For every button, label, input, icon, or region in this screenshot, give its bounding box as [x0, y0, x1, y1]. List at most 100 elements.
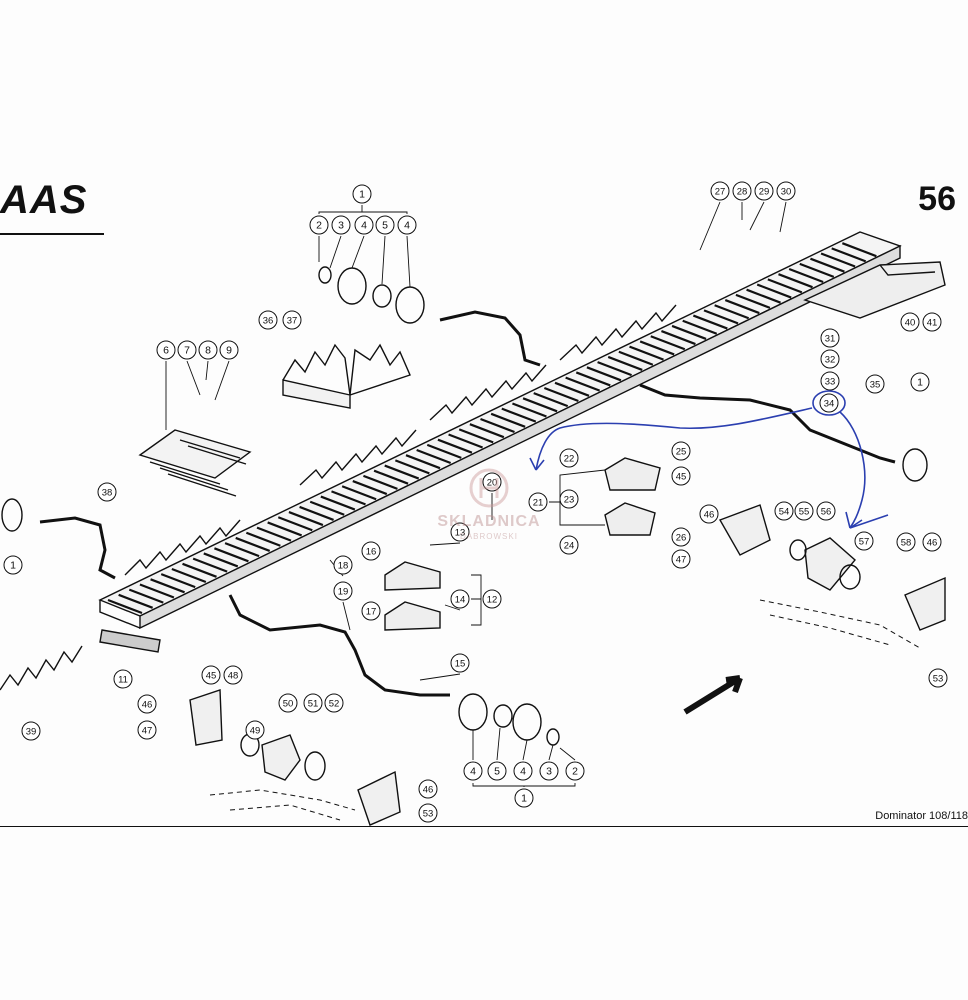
- callout-number: 9: [226, 345, 232, 357]
- callout-number: 1: [10, 560, 16, 572]
- callout-number: 7: [184, 345, 190, 357]
- callout-55: 55: [794, 501, 814, 521]
- callout-46: 46: [699, 504, 719, 524]
- callout-number: 35: [870, 380, 881, 391]
- annotation-arrowhead-right: [845, 511, 889, 529]
- callout-16: 16: [361, 541, 381, 561]
- callout-circle: [223, 665, 243, 685]
- callout-33: 33: [820, 371, 840, 391]
- callout-circle: [309, 215, 329, 235]
- conveyor-rung: [841, 242, 877, 258]
- callout-24: 24: [559, 535, 579, 555]
- conveyor-rung: [639, 340, 675, 356]
- callout-circle: [198, 340, 218, 360]
- conveyor-rung: [799, 262, 835, 278]
- callout-number: 49: [250, 726, 261, 737]
- direction-arrow: [683, 675, 743, 715]
- conveyor-rung: [203, 552, 239, 568]
- callout-12: 12: [482, 589, 502, 609]
- callout-circle: [487, 761, 507, 781]
- callout-circle: [482, 472, 502, 492]
- callout-58: 58: [896, 532, 916, 552]
- conveyor-rung: [320, 495, 356, 511]
- callout-circle: [245, 720, 265, 740]
- callout-number: 8: [205, 345, 211, 357]
- conveyor-rung: [150, 578, 185, 594]
- conveyor-rung: [480, 417, 515, 434]
- callout-57: 57: [854, 531, 874, 551]
- callout-circle: [463, 761, 483, 781]
- callout-number: 1: [917, 377, 923, 389]
- callout-number: 23: [564, 495, 575, 506]
- callout-circle: [418, 779, 438, 799]
- callout-number: 11: [118, 675, 128, 686]
- callout-1: 1: [3, 555, 23, 575]
- callout-37: 37: [282, 310, 302, 330]
- callout-circle: [513, 761, 533, 781]
- callout-4: 4: [463, 761, 483, 781]
- callout-circle: [352, 184, 372, 204]
- callout-number: 2: [572, 766, 578, 778]
- bars-39-11: [0, 629, 161, 691]
- lower-crank-shaft: [228, 594, 450, 697]
- bearing-blocks-12-21: [384, 457, 661, 631]
- conveyor-rung: [341, 485, 377, 501]
- callout-circle: [922, 532, 942, 552]
- conveyor-rung: [724, 299, 760, 315]
- serrated-side-plates: [124, 304, 677, 576]
- callout-circle: [201, 665, 221, 685]
- callout-circle: [776, 181, 796, 201]
- callout-circle: [565, 761, 585, 781]
- callout-circle: [418, 803, 438, 823]
- callout-circle: [539, 761, 559, 781]
- callout-20: 20: [482, 472, 502, 492]
- callout-circle: [794, 501, 814, 521]
- conveyor-rung: [565, 376, 601, 392]
- conveyor-rung: [267, 521, 303, 537]
- conveyor-rung: [405, 454, 441, 470]
- conveyor-rungs: [107, 242, 877, 615]
- callout-number: 53: [423, 809, 434, 820]
- conveyor-rung: [192, 557, 228, 573]
- callout-number: 36: [263, 316, 274, 327]
- callout-47: 47: [137, 720, 157, 740]
- callout-number: 16: [366, 547, 377, 558]
- conveyor-rung: [629, 345, 664, 361]
- conveyor-rung: [128, 588, 164, 604]
- callout-circle: [514, 788, 534, 808]
- callout-number: 46: [423, 785, 434, 796]
- callout-circle: [137, 694, 157, 714]
- callout-number: 20: [487, 478, 498, 489]
- conveyor-rung: [107, 598, 143, 615]
- dashed-ground-lines: [209, 599, 921, 821]
- callout-circle: [774, 501, 794, 521]
- callout-45: 45: [671, 466, 691, 486]
- callout-number: 4: [520, 766, 526, 778]
- callout-number: 26: [676, 533, 687, 544]
- callout-number: 45: [676, 472, 687, 483]
- callout-number: 54: [779, 507, 790, 518]
- conveyor-rung: [373, 469, 409, 485]
- conveyor-rung: [426, 443, 462, 459]
- callout-circle: [928, 668, 948, 688]
- conveyor-rung: [735, 293, 771, 309]
- conveyor-rung: [682, 319, 718, 335]
- conveyor-rung: [277, 516, 313, 532]
- callout-53: 53: [418, 803, 438, 823]
- callout-number: 5: [382, 220, 388, 232]
- callout-circle: [820, 371, 840, 391]
- callout-circle: [754, 181, 774, 201]
- callout-circle: [922, 312, 942, 332]
- callout-circle: [278, 693, 298, 713]
- callout-18: 18: [333, 555, 353, 575]
- callout-circle: [303, 693, 323, 713]
- callout-circle: [816, 501, 836, 521]
- conveyor-rung: [394, 459, 430, 475]
- callout-circle: [482, 589, 502, 609]
- callout-circle: [671, 441, 691, 461]
- callout-circle: [361, 541, 381, 561]
- callout-19: 19: [333, 581, 353, 601]
- annotation-arrow-right: [839, 411, 866, 529]
- callout-1: 1: [910, 372, 930, 392]
